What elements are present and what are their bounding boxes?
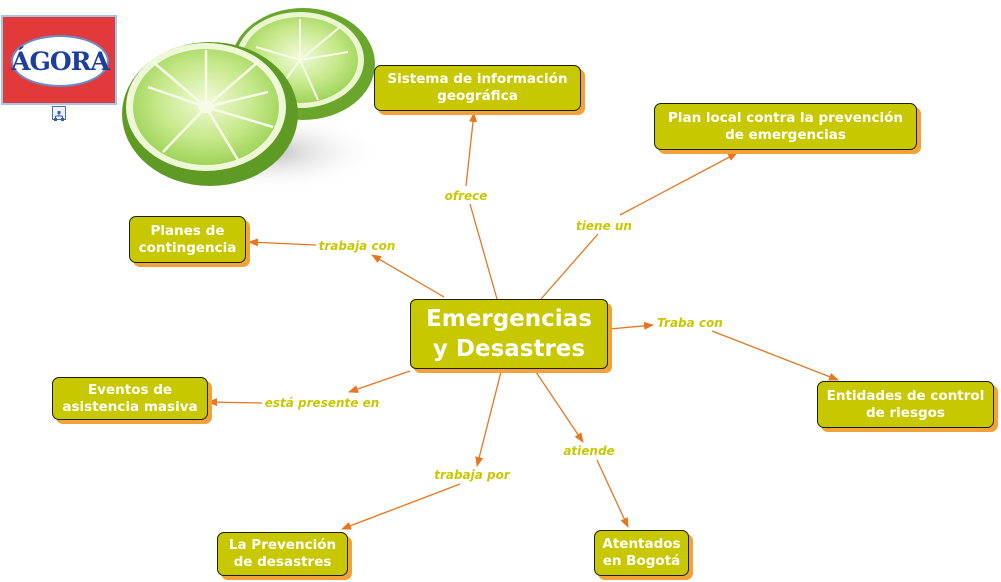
node-label: Atentados en Bogotá bbox=[602, 536, 681, 569]
logo-text: ÁGORA bbox=[11, 46, 110, 76]
node-entidades-control-riesgos[interactable]: Entidades de control de riesgos bbox=[817, 381, 994, 428]
node-label: Sistema de información geográfica bbox=[387, 71, 568, 104]
link-label-trabaja-por: trabaja por bbox=[434, 468, 510, 482]
link-ofrece-b bbox=[465, 112, 477, 187]
link-trabaja-con-b bbox=[248, 238, 317, 247]
node-planes-contingencia[interactable]: Planes de contingencia bbox=[129, 216, 246, 263]
node-label: Emergencias y Desastres bbox=[426, 306, 592, 362]
link-presente-b bbox=[207, 398, 263, 407]
link-label-atiende: atiende bbox=[563, 444, 615, 458]
link-ofrece-a bbox=[469, 203, 498, 300]
link-trabaja-por-b bbox=[341, 483, 461, 530]
node-emergencias-y-desastres[interactable]: Emergencias y Desastres bbox=[410, 299, 608, 369]
agora-logo: ÁGORA bbox=[1, 15, 117, 105]
node-atentados-bogota[interactable]: Atentados en Bogotá bbox=[594, 530, 689, 576]
lime-halves-image bbox=[122, 8, 383, 192]
concept-map-icon[interactable] bbox=[52, 106, 66, 121]
node-label: Eventos de asistencia masiva bbox=[62, 381, 198, 415]
link-presente-a bbox=[348, 370, 411, 393]
node-prevencion-desastres[interactable]: La Prevención de desastres bbox=[217, 532, 348, 576]
link-trabaja-con-a bbox=[371, 254, 445, 298]
link-atiende-b bbox=[596, 459, 629, 528]
node-label: Entidades de control de riesgos bbox=[826, 387, 985, 421]
link-label-tiene-un: tiene un bbox=[576, 219, 632, 233]
logo-ring: ÁGORA bbox=[11, 35, 110, 87]
link-trabaja-por-a bbox=[475, 371, 502, 467]
link-tiene-un-a bbox=[540, 233, 599, 300]
node-label: Plan local contra la prevención de emerg… bbox=[667, 109, 904, 143]
link-tiene-un-b bbox=[619, 152, 738, 216]
link-atiende-a bbox=[535, 371, 584, 443]
link-label-trabaja-con: trabaja con bbox=[318, 239, 396, 253]
node-label: Planes de contingencia bbox=[138, 222, 237, 256]
node-plan-local[interactable]: Plan local contra la prevención de emerg… bbox=[654, 103, 917, 150]
link-label-esta-presente-en: está presente en bbox=[264, 396, 380, 410]
node-eventos-asistencia-masiva[interactable]: Eventos de asistencia masiva bbox=[52, 377, 208, 420]
link-traba-con-b bbox=[711, 330, 839, 381]
link-traba-con-a bbox=[609, 321, 654, 330]
link-label-traba-con: Traba con bbox=[657, 316, 723, 330]
link-label-ofrece: ofrece bbox=[444, 189, 488, 203]
node-sistema-informacion-geografica[interactable]: Sistema de información geográfica bbox=[374, 65, 581, 111]
node-label: La Prevención de desastres bbox=[228, 537, 337, 570]
